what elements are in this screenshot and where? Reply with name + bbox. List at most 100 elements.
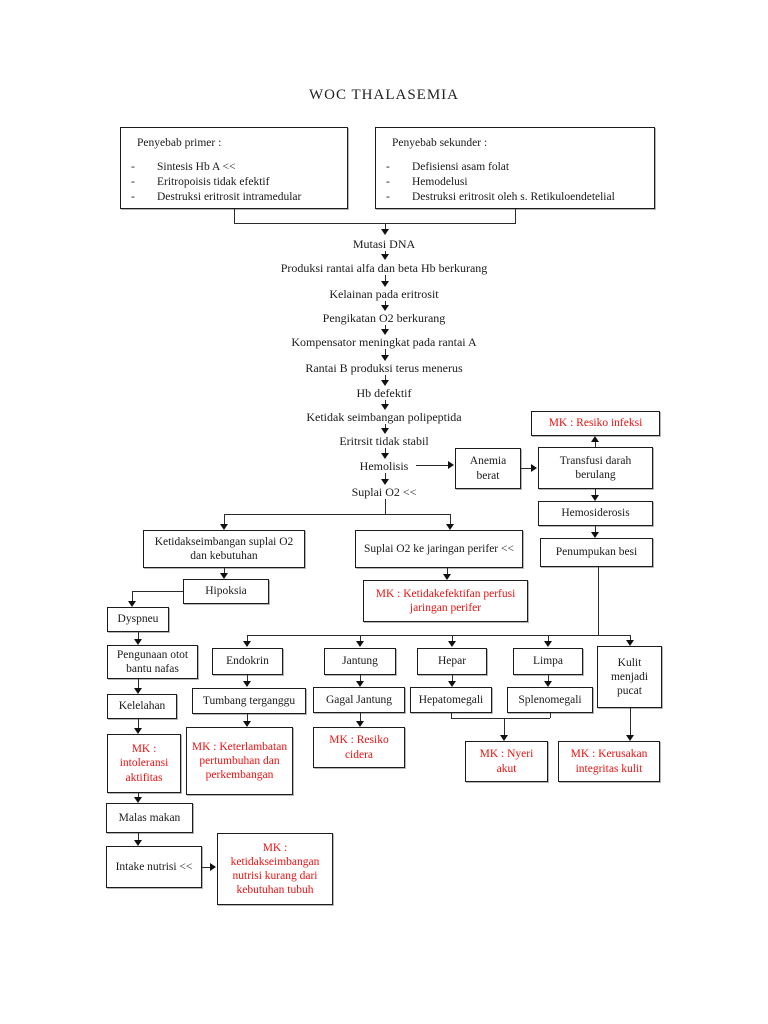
malas-makan-label: Malas makan bbox=[118, 811, 181, 824]
arrowhead-down bbox=[220, 573, 228, 579]
flow-line bbox=[385, 424, 386, 429]
arrowhead-down bbox=[220, 524, 228, 530]
arrowhead-down bbox=[356, 641, 364, 647]
kelelahan-box: Kelelahan bbox=[107, 694, 177, 719]
mk-resiko-infeksi-label: MK : Resiko infeksi bbox=[548, 417, 643, 430]
arrowhead-down bbox=[134, 797, 142, 803]
page-title: WOC THALASEMIA bbox=[309, 87, 459, 103]
jantung-label: Jantung bbox=[342, 655, 378, 668]
cascade-step-kelainan-eritrosit: Kelainan pada eritrosit bbox=[329, 287, 439, 301]
mk-nutrisi-label: MK : ketidakseimbangan nutrisi kurang da… bbox=[230, 841, 320, 897]
arrowhead-down bbox=[443, 574, 451, 580]
flow-line bbox=[504, 718, 505, 735]
flow-line bbox=[360, 713, 361, 721]
flow-line bbox=[247, 714, 248, 721]
arrowhead-down bbox=[134, 639, 142, 645]
flow-line bbox=[385, 448, 386, 454]
arrowhead-down bbox=[626, 735, 634, 741]
penumpukan-besi-box: Penumpukan besi bbox=[540, 538, 653, 567]
mk-resiko-infeksi-box: MK : Resiko infeksi bbox=[531, 411, 660, 436]
dash-bullet: - bbox=[131, 161, 135, 174]
arrowhead-down bbox=[134, 840, 142, 846]
mk-keterlambatan-box: MK : Keterlambatan pertumbuhan dan perke… bbox=[186, 727, 293, 795]
flow-line bbox=[521, 468, 531, 469]
suplai-perifer-box: Suplai O2 ke jaringan perifer << bbox=[355, 530, 523, 568]
cascade-step-mutasi-dna: Mutasi DNA bbox=[352, 237, 416, 251]
flow-line bbox=[360, 675, 361, 681]
list-item-label: Hemodelusi bbox=[412, 176, 468, 189]
dash-bullet: - bbox=[131, 191, 135, 204]
kelelahan-label: Kelelahan bbox=[118, 700, 166, 713]
arrowhead-down bbox=[356, 721, 364, 727]
arrowhead-down bbox=[243, 721, 251, 727]
mk-nutrisi-box: MK : ketidakseimbangan nutrisi kurang da… bbox=[217, 833, 333, 905]
arrowhead-down bbox=[381, 355, 389, 361]
dash-bullet: - bbox=[386, 176, 390, 189]
splenomegali-label: Splenomegali bbox=[518, 693, 582, 706]
flow-line bbox=[234, 209, 235, 223]
flow-line bbox=[202, 867, 210, 868]
jantung-box: Jantung bbox=[324, 648, 396, 675]
list-item: -Sintesis Hb A << bbox=[129, 160, 341, 175]
anemia-berat-label: Anemia berat bbox=[469, 455, 507, 482]
arrowhead-right bbox=[531, 464, 537, 472]
hipoksia-label: Hipoksia bbox=[205, 585, 247, 598]
flow-line bbox=[548, 675, 549, 681]
tumbang-terganggu-label: Tumbang terganggu bbox=[202, 694, 296, 707]
arrowhead-down bbox=[381, 479, 389, 485]
intake-nutrisi-box: Intake nutrisi << bbox=[106, 846, 202, 888]
hepatomegali-box: Hepatomegali bbox=[410, 687, 492, 713]
pengunaan-otot-box: Pengunaan otot bantu nafas bbox=[107, 645, 198, 679]
list-item: -Eritropoisis tidak efektif bbox=[129, 175, 341, 190]
arrowhead-up bbox=[591, 436, 599, 442]
endokrin-label: Endokrin bbox=[226, 655, 269, 668]
flow-line bbox=[385, 301, 386, 306]
arrowhead-down bbox=[448, 641, 456, 647]
list-item: -Destruksi eritrosit oleh s. Retikuloend… bbox=[384, 190, 648, 205]
arrowhead-down bbox=[381, 453, 389, 459]
cascade-step-produksi-rantai: Produksi rantai alfa dan beta Hb berkura… bbox=[280, 261, 488, 275]
arrowhead-down bbox=[626, 640, 634, 646]
cascade-step-eritrsit: Eritrsit tidak stabil bbox=[339, 434, 429, 448]
mk-resiko-cidera-label: MK : Resiko cidera bbox=[329, 734, 389, 761]
transfusi-darah-box: Transfusi darah berulang bbox=[538, 447, 653, 489]
penumpukan-besi-label: Penumpukan besi bbox=[555, 546, 638, 559]
arrowhead-down bbox=[381, 428, 389, 434]
flow-line bbox=[548, 635, 549, 641]
cascade-step-hb-defektif: Hb defektif bbox=[356, 386, 412, 400]
arrowhead-down bbox=[381, 329, 389, 335]
ketidakseimbangan-suplai-box: Ketidakseimbangan suplai O2 dan kebutuha… bbox=[143, 530, 305, 568]
ketidakseimbangan-suplai-label: Ketidakseimbangan suplai O2 dan kebutuha… bbox=[154, 535, 294, 562]
cascade-step-pengikatan-o2: Pengikatan O2 berkurang bbox=[322, 311, 446, 325]
kulit-pucat-box: Kulit menjadi pucat bbox=[597, 646, 662, 708]
arrowhead-down bbox=[591, 532, 599, 538]
cascade-step-kompensator: Kompensator meningkat pada rantai A bbox=[291, 335, 477, 349]
flow-line bbox=[385, 223, 386, 230]
cascade-step-polipeptida: Ketidak seimbangan polipeptida bbox=[306, 410, 462, 424]
flow-line bbox=[360, 635, 361, 641]
flow-line bbox=[416, 465, 448, 466]
endokrin-box: Endokrin bbox=[212, 648, 283, 675]
arrowhead-down bbox=[381, 229, 389, 235]
flow-line bbox=[385, 275, 386, 281]
arrowhead-down bbox=[381, 281, 389, 287]
arrowhead-down bbox=[134, 728, 142, 734]
arrowhead-down bbox=[381, 380, 389, 386]
list-item-label: Destruksi eritrosit intramedular bbox=[157, 191, 302, 204]
flow-line bbox=[247, 675, 248, 681]
flow-line bbox=[385, 473, 386, 479]
mk-perfusi-box: MK : Ketidakefektifan perfusi jaringan p… bbox=[363, 580, 528, 622]
flow-line bbox=[138, 793, 139, 797]
list-item: -Defisiensi asam folat bbox=[384, 160, 648, 175]
list-item-label: Destruksi eritrosit oleh s. Retikuloende… bbox=[412, 191, 615, 204]
flow-line bbox=[550, 713, 551, 718]
anemia-berat-box: Anemia berat bbox=[455, 448, 521, 489]
suplai-perifer-label: Suplai O2 ke jaringan perifer << bbox=[364, 542, 514, 555]
mk-nyeri-akut-box: MK : Nyeri akut bbox=[465, 741, 548, 782]
flow-line bbox=[247, 635, 248, 641]
kulit-pucat-label: Kulit menjadi pucat bbox=[610, 656, 649, 697]
mk-resiko-cidera-box: MK : Resiko cidera bbox=[313, 727, 405, 768]
pengunaan-otot-label: Pengunaan otot bantu nafas bbox=[116, 648, 189, 675]
flow-line bbox=[234, 223, 516, 224]
